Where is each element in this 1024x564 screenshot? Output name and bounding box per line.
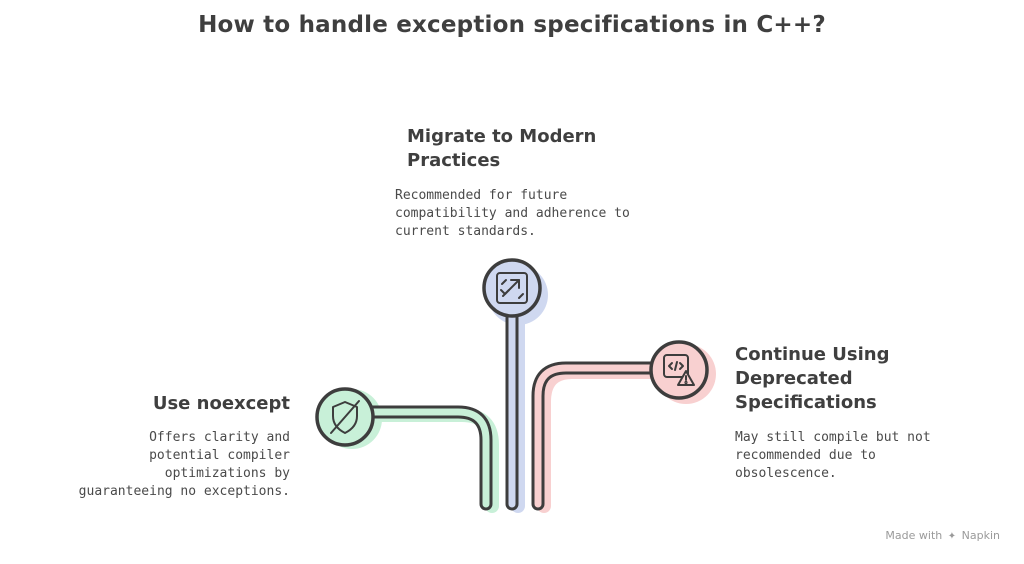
napkin-brand-label: Napkin	[961, 529, 1000, 542]
migrate-heading: Migrate to Modern Practices	[407, 126, 597, 171]
code-warning-icon	[663, 354, 695, 386]
napkin-logo-icon: ✦	[947, 531, 957, 542]
migrate-node	[482, 258, 542, 318]
noexcept-node	[315, 387, 375, 447]
deprecated-node	[649, 340, 709, 400]
noexcept-heading: Use noexcept	[152, 393, 290, 414]
page-title: How to handle exception specifications i…	[198, 12, 826, 38]
pipe-deprecated	[531, 361, 663, 511]
noexcept-description: Offers clarity and potential compiler op…	[78, 430, 290, 499]
made-with-label: Made with	[885, 529, 943, 542]
code-refactor-icon	[496, 272, 528, 304]
deprecated-description: May still compile but not recommended du…	[735, 430, 931, 481]
migrate-description: Recommended for future compatibility and…	[395, 188, 630, 239]
deprecated-heading: Continue Using Deprecated Specifications	[735, 344, 890, 413]
pipe-noexcept	[365, 405, 493, 511]
disabled-shield-icon	[330, 400, 360, 434]
made-with-footer[interactable]: Made with ✦ Napkin	[885, 529, 1000, 542]
